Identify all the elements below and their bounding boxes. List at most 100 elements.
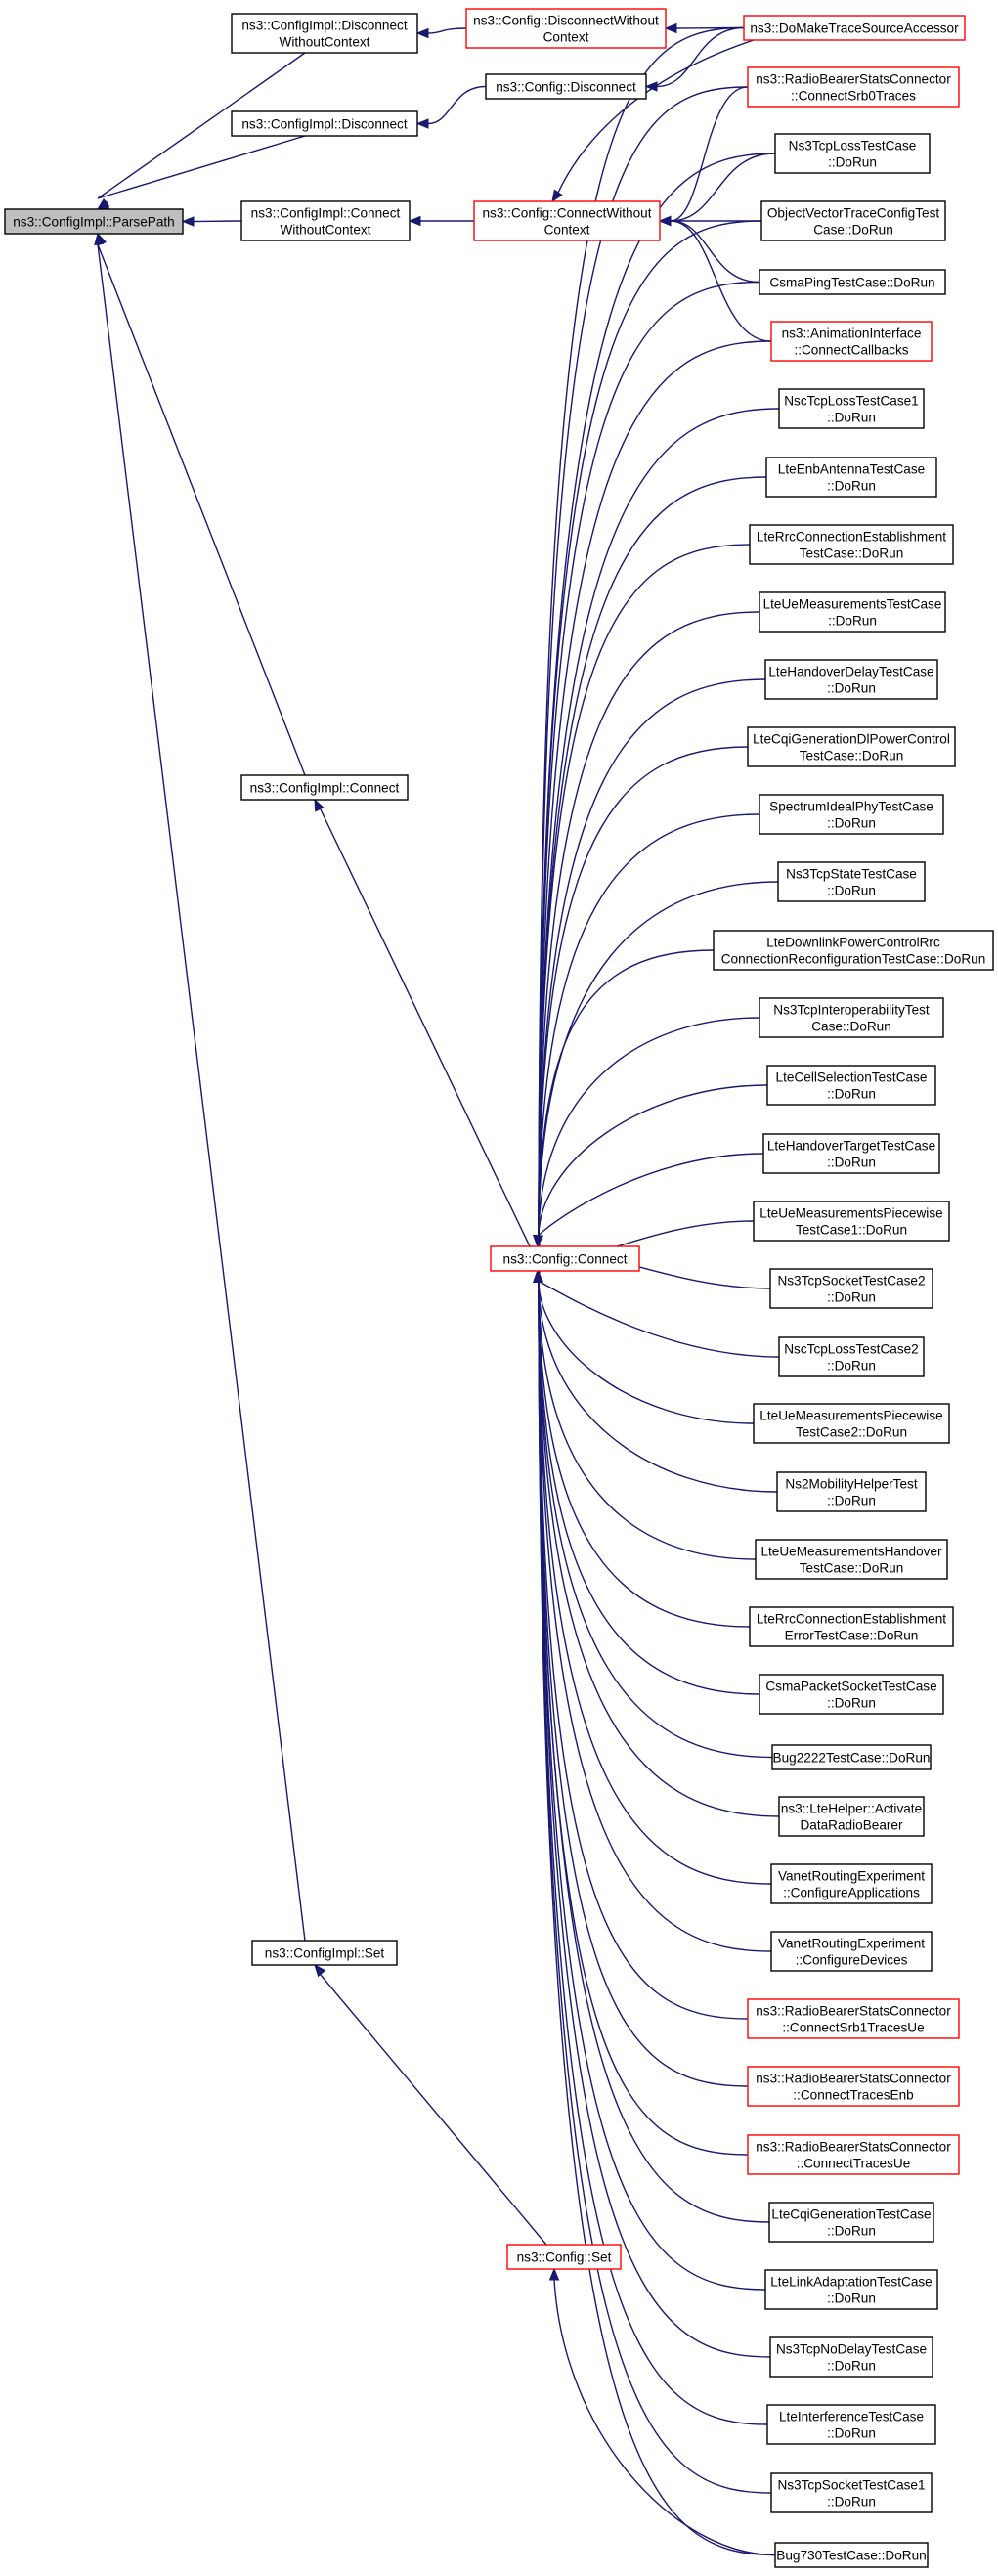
node-label: ::DoRun	[827, 1359, 876, 1374]
node-ltedlpc[interactable]: LteDownlinkPowerControlRrcConnectionReco…	[713, 930, 994, 971]
node-lteinterf[interactable]: LteInterferenceTestCase::DoRun	[766, 2404, 936, 2445]
node-ltelinkad[interactable]: LteLinkAdaptationTestCase::DoRun	[764, 2269, 938, 2310]
edge-ltecqigen-to-c_conn	[538, 1281, 770, 2223]
node-label: LteLinkAdaptationTestCase	[770, 2275, 933, 2290]
node-ci_disc_woc[interactable]: ns3::ConfigImpl::DisconnectWithoutContex…	[231, 13, 418, 54]
node-bug2222[interactable]: Bug2222TestCase::DoRun	[771, 1744, 932, 1770]
node-vanetdevs[interactable]: VanetRoutingExperiment::ConfigureDevices	[770, 1931, 933, 1972]
node-parsepath[interactable]: ns3::ConfigImpl::ParsePath	[4, 208, 184, 235]
node-rbsc_srb1[interactable]: ns3::RadioBearerStatsConnector::ConnectS…	[747, 1998, 960, 2039]
node-nsctcploss2[interactable]: NscTcpLossTestCase2::DoRun	[778, 1336, 925, 1377]
node-label: TestCase::DoRun	[800, 749, 904, 764]
node-ltehotarget[interactable]: LteHandoverTargetTestCase::DoRun	[762, 1133, 940, 1174]
node-specideal[interactable]: SpectrumIdealPhyTestCase::DoRun	[759, 794, 944, 835]
node-box	[743, 15, 966, 41]
node-label: LteUeMeasurementsTestCase	[763, 597, 942, 612]
node-label: Case::DoRun	[811, 1020, 891, 1034]
node-box	[473, 200, 661, 241]
node-lteenbant[interactable]: LteEnbAntennaTestCase::DoRun	[765, 457, 937, 498]
node-c_conn[interactable]: ns3::Config::Connect	[490, 1245, 640, 1272]
edge-ltehodelay-to-c_conn	[538, 678, 766, 1237]
edge-ns3tcpinterop-to-c_conn	[538, 1017, 760, 1237]
edge-vanetdevs-to-c_conn	[538, 1281, 772, 1952]
node-label: Ns3TcpStateTestCase	[786, 867, 917, 882]
node-vanetapps[interactable]: VanetRoutingExperiment::ConfigureApplica…	[770, 1863, 933, 1904]
node-ltecqigen[interactable]: LteCqiGenerationTestCase::DoRun	[768, 2202, 934, 2243]
node-c_disc[interactable]: ns3::Config::Disconnect	[485, 73, 647, 100]
node-bug730[interactable]: Bug730TestCase::DoRun	[774, 2542, 929, 2568]
edge-arrowhead	[314, 798, 325, 812]
node-box	[766, 1065, 936, 1106]
node-anim[interactable]: ns3::AnimationInterface::ConnectCallback…	[770, 321, 933, 362]
node-label: NscTcpLossTestCase2	[784, 1342, 919, 1357]
node-nsctcploss1[interactable]: NscTcpLossTestCase1::DoRun	[778, 388, 925, 429]
node-lterrcerr[interactable]: LteRrcConnectionEstablishmentErrorTestCa…	[749, 1606, 954, 1647]
edge-ci_disc-to-parsepath	[97, 135, 306, 199]
node-c_set[interactable]: ns3::Config::Set	[506, 2244, 622, 2270]
node-label: ErrorTestCase::DoRun	[785, 1629, 919, 1643]
edge-lterrcest-to-c_conn	[538, 544, 751, 1237]
node-label: ::DoRun	[827, 1087, 876, 1102]
node-label: ::DoRun	[827, 2426, 876, 2441]
edge-ci_conn-to-parsepath	[97, 243, 306, 776]
node-label: ::ConfigureApplications	[783, 1886, 920, 1900]
node-ltecellsel[interactable]: LteCellSelectionTestCase::DoRun	[766, 1065, 936, 1106]
node-label: ns3::ConfigImpl::Connect	[250, 781, 400, 796]
edge-arrowhead	[664, 22, 677, 34]
node-lteuemeas[interactable]: LteUeMeasurementsTestCase::DoRun	[759, 591, 946, 633]
node-label: LteCellSelectionTestCase	[776, 1070, 928, 1085]
node-label: Ns3TcpSocketTestCase2	[777, 1274, 925, 1288]
node-ns3tcpsock1[interactable]: Ns3TcpSocketTestCase1::DoRun	[770, 2472, 933, 2513]
node-ns3tcpsock2[interactable]: Ns3TcpSocketTestCase2::DoRun	[769, 1268, 933, 1309]
graph-edges	[94, 22, 780, 2556]
node-csmaping[interactable]: CsmaPingTestCase::DoRun	[759, 269, 946, 295]
node-label: SpectrumIdealPhyTestCase	[769, 800, 933, 814]
node-box	[465, 8, 667, 49]
node-box	[770, 1863, 933, 1904]
node-ns2mob[interactable]: Ns2MobilityHelperTest::DoRun	[776, 1471, 927, 1512]
node-label: ns3::Config::Set	[517, 2250, 612, 2265]
node-ci_conn[interactable]: ns3::ConfigImpl::Connect	[240, 774, 409, 801]
node-lterrcest[interactable]: LteRrcConnectionEstablishmentTestCase::D…	[749, 524, 954, 565]
edge-csmaping-to-c_conn_woc	[670, 220, 760, 284]
node-ltecqidl[interactable]: LteCqiGenerationDlPowerControlTestCase::…	[747, 726, 956, 767]
node-rbsc_ue[interactable]: ns3::RadioBearerStatsConnector::ConnectT…	[747, 2134, 960, 2175]
node-box	[778, 1796, 925, 1837]
node-lteuemeaspw2[interactable]: LteUeMeasurementsPiecewiseTestCase2::DoR…	[753, 1403, 950, 1444]
node-label: ::DoRun	[827, 681, 876, 696]
node-csmapkt[interactable]: CsmaPacketSocketTestCase::DoRun	[759, 1674, 944, 1715]
node-label: Context	[543, 30, 589, 45]
node-box	[753, 1201, 950, 1242]
node-ns3tcploss[interactable]: Ns3TcpLossTestCase::DoRun	[774, 133, 931, 174]
node-box	[764, 659, 938, 700]
node-box	[778, 388, 925, 429]
node-label: LteUeMeasurementsPiecewise	[759, 1206, 942, 1221]
node-rbsc_enb[interactable]: ns3::RadioBearerStatsConnector::ConnectT…	[747, 2066, 960, 2107]
node-ns3tcpnodelay[interactable]: Ns3TcpNoDelayTestCase::DoRun	[769, 2336, 933, 2378]
node-ci_set[interactable]: ns3::ConfigImpl::Set	[251, 1940, 398, 1966]
node-label: ::ConnectSrb0Traces	[791, 89, 916, 104]
node-box	[778, 1336, 925, 1377]
node-label: NscTcpLossTestCase1	[784, 394, 919, 409]
node-ltehodelay[interactable]: LteHandoverDelayTestCase::DoRun	[764, 659, 938, 700]
edge-ci_set-to-parsepath	[97, 243, 306, 1942]
node-label: ConnectionReconfigurationTestCase::DoRun	[721, 952, 986, 967]
node-box	[749, 1606, 954, 1647]
edge-lteuemeas-to-c_conn	[538, 611, 760, 1237]
node-box	[506, 2244, 622, 2270]
node-ci_disc[interactable]: ns3::ConfigImpl::Disconnect	[231, 110, 418, 137]
node-ns3tcpstate[interactable]: Ns3TcpStateTestCase::DoRun	[777, 861, 926, 902]
node-label: ::ConnectTracesUe	[797, 2157, 911, 2171]
node-domake[interactable]: ns3::DoMakeTraceSourceAccessor	[743, 15, 966, 41]
node-box	[776, 1471, 927, 1512]
node-label: Context	[544, 223, 590, 238]
node-rbsc_srb0[interactable]: ns3::RadioBearerStatsConnector::ConnectS…	[747, 66, 960, 108]
node-lteuemeaspw1[interactable]: LteUeMeasurementsPiecewiseTestCase1::DoR…	[753, 1201, 950, 1242]
